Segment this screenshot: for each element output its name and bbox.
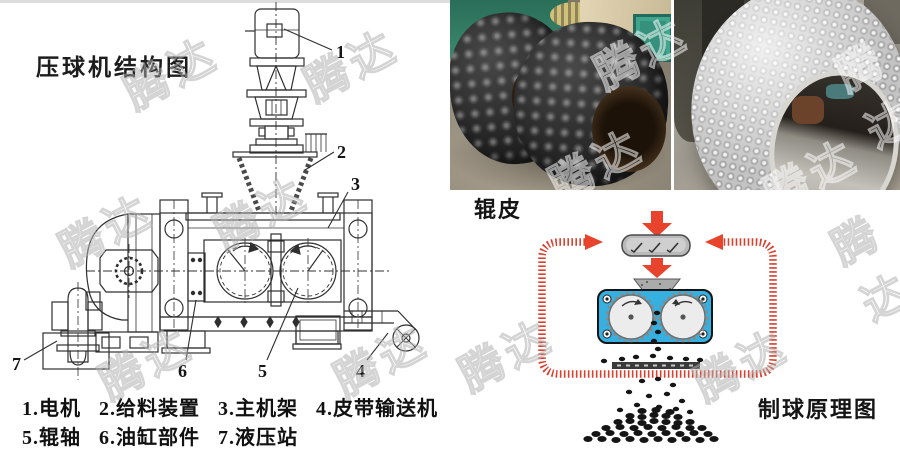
parts-caption-line-2: 5.辊轴 6.油缸部件 7.液压站 — [22, 427, 298, 449]
loop-arrowhead-right — [705, 234, 723, 250]
roller-shell-photo-right — [674, 0, 900, 190]
gearbox-coupling-drawing — [85, 213, 161, 353]
screen-conveyor-bar — [600, 354, 704, 369]
loop-arrowhead-left — [585, 234, 603, 250]
hydraulic-station-drawing — [42, 282, 110, 380]
callout-7: 7 — [12, 354, 21, 374]
main-frame-drawing — [159, 199, 373, 331]
drive-train-drawing — [246, 57, 327, 154]
principle-diagram-title: 制球原理图 — [758, 397, 879, 422]
callout-leader-lines — [23, 28, 389, 361]
hopper-down-arrow — [642, 258, 672, 278]
callout-6: 6 — [178, 361, 187, 381]
oil-cylinder-drawing — [187, 252, 206, 302]
recirculation-loop — [538, 238, 777, 378]
hopper-drawing — [232, 151, 318, 212]
roller-shell-label: 辊皮 — [474, 197, 523, 222]
press-machine — [597, 289, 713, 344]
object-through-bore — [792, 96, 824, 124]
callout-4: 4 — [356, 361, 365, 381]
feed-down-arrow — [642, 211, 672, 237]
structure-diagram-title: 压球机结构图 — [36, 55, 192, 80]
belt-conveyor-drawing — [295, 310, 420, 352]
top-edge-strip — [0, 0, 452, 3]
feed-conveyor — [621, 234, 691, 257]
callout-5: 5 — [258, 361, 267, 381]
callout-1: 1 — [336, 42, 345, 62]
callout-2: 2 — [337, 142, 346, 162]
watermark: 腾达 — [823, 207, 900, 331]
roller-bore-front — [592, 86, 666, 172]
ball-forming-principle-diagram — [538, 211, 777, 443]
pellet-pile — [583, 407, 719, 443]
roller-shells-photo-left — [450, 0, 671, 190]
briquette-machine-structure-diagram: 1 2 3 4 5 6 7 — [12, 2, 420, 381]
parts-caption-line-1: 1.电机 2.给料装置 3.主机架 4.皮带输送机 — [22, 398, 438, 420]
press-rollers-drawing — [216, 233, 337, 307]
object-through-bore-2 — [826, 84, 854, 99]
motor-drawing — [245, 8, 300, 59]
frame-stub-supports — [201, 192, 339, 213]
callout-3: 3 — [351, 174, 360, 194]
